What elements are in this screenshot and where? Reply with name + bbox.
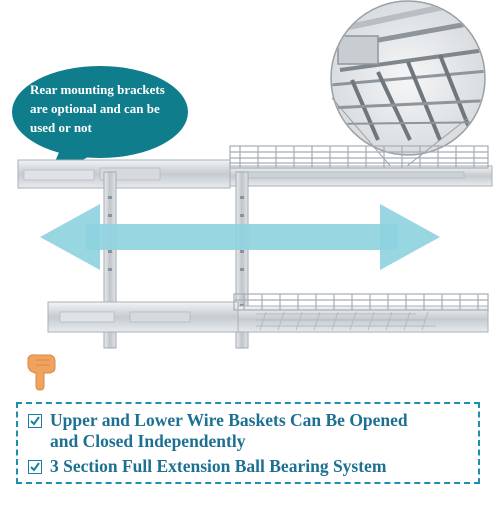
upper-basket	[17, 145, 493, 189]
feature-line: 3 Section Full Extension Ball Bearing Sy…	[50, 456, 387, 476]
feature-item: 3 Section Full Extension Ball Bearing Sy…	[28, 456, 470, 477]
double-headed-arrow-icon	[40, 204, 440, 270]
feature-line: Upper and Lower Wire Baskets Can Be Open…	[50, 410, 408, 430]
feature-line: and Closed Independently	[50, 431, 246, 451]
lower-basket	[47, 293, 489, 333]
callout-text: Rear mounting brackets are optional and …	[30, 80, 180, 137]
check-icon	[28, 414, 42, 428]
callout-line: used or not	[30, 120, 92, 135]
check-icon	[28, 460, 42, 474]
feature-text: 3 Section Full Extension Ball Bearing Sy…	[50, 456, 470, 477]
callout-line: are optional and can be	[30, 101, 160, 116]
features-box: Upper and Lower Wire Baskets Can Be Open…	[16, 402, 480, 484]
zoom-circle-icon	[330, 0, 486, 171]
pointing-finger-icon	[27, 354, 56, 391]
feature-text: Upper and Lower Wire Baskets Can Be Open…	[50, 410, 470, 452]
feature-item: Upper and Lower Wire Baskets Can Be Open…	[28, 410, 470, 452]
callout-line: Rear mounting brackets	[30, 82, 165, 97]
